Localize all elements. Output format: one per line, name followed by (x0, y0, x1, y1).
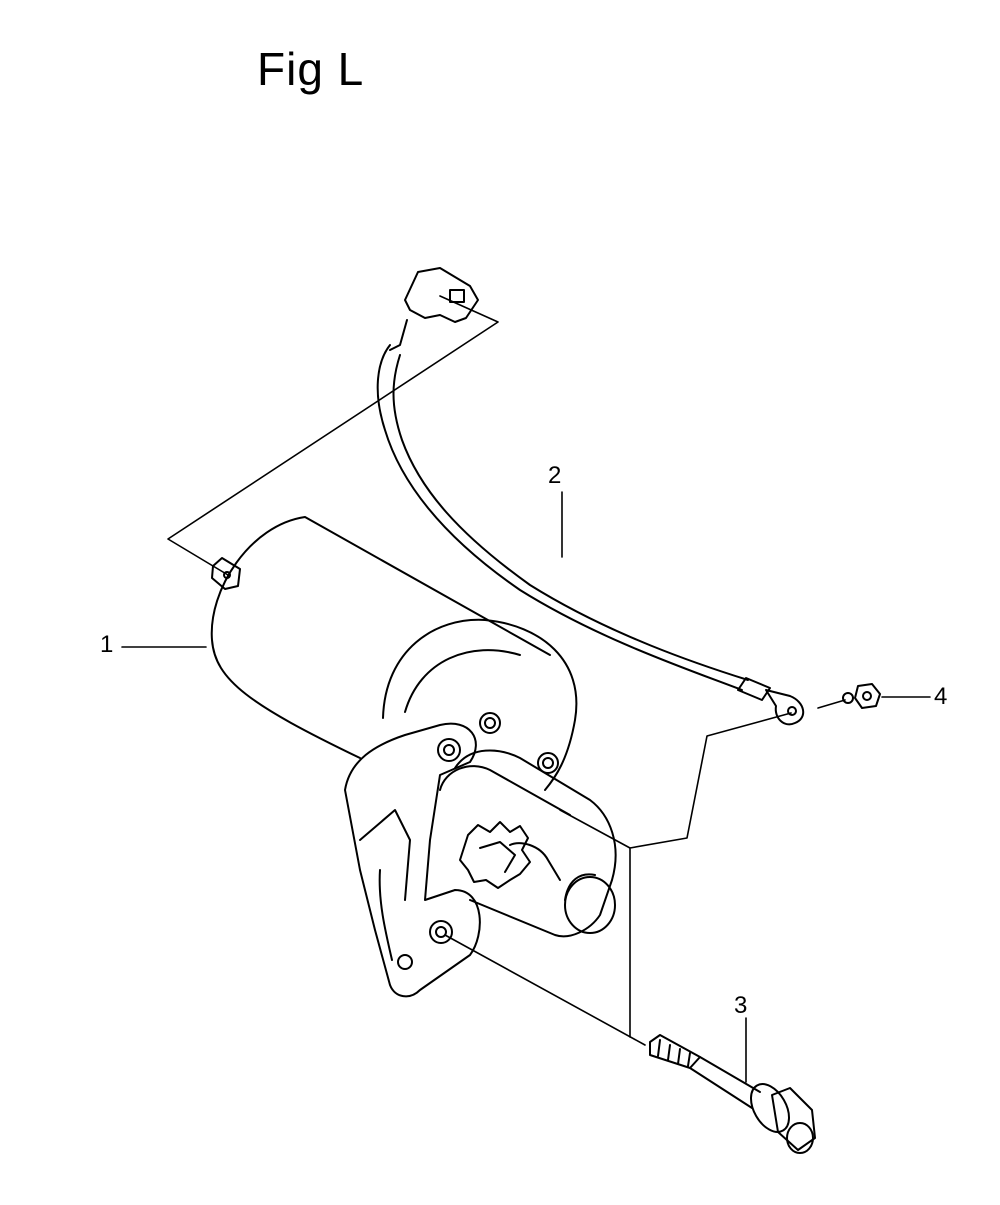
assembly-line-bolt (445, 935, 645, 1045)
flange-edge (380, 870, 392, 960)
terminal-nut (843, 684, 880, 708)
cable-run-edge (394, 355, 749, 680)
nut-hex (855, 684, 880, 708)
motor-tab-hole (224, 572, 230, 578)
bolt-shank (690, 1057, 760, 1108)
ring-terminal-hole (788, 707, 796, 715)
flange-bolt (650, 1035, 815, 1153)
cable-connector (405, 268, 478, 322)
motor-tab (212, 558, 240, 589)
solenoid-top-edge (440, 766, 570, 815)
flange-rib (360, 810, 410, 900)
nut-bore (863, 692, 871, 700)
assembly-line-terminal (630, 713, 791, 1037)
connector-boot (390, 320, 407, 350)
callout-label-2: 2 (548, 462, 562, 489)
cable-ring-terminal (766, 690, 803, 724)
mount-hole-upper-inner (444, 745, 454, 755)
motor-body (212, 517, 550, 758)
mount-hole-upper (438, 739, 460, 761)
callout-label-4: 4 (934, 683, 948, 710)
assembly-line-terminal-nut (818, 700, 845, 708)
pinion-shaft (510, 843, 560, 880)
cover-bolt-right-inner (543, 758, 553, 768)
cover-bolt-upper (480, 713, 500, 733)
starter-cable (378, 268, 804, 724)
bolt-flange (743, 1077, 797, 1138)
assembly-line-connector (168, 296, 498, 575)
assembly-line-solenoid (560, 810, 630, 848)
mount-hole-lower-inner (436, 927, 446, 937)
mounting-flange (345, 724, 480, 997)
nut-washer (843, 693, 853, 703)
starter-motor (212, 517, 616, 996)
cover-bolt-right (538, 753, 558, 773)
solenoid-housing (455, 750, 616, 936)
plunger-cap-edge (565, 874, 595, 900)
bolt-head (772, 1088, 815, 1150)
bolt-head-face (787, 1123, 813, 1153)
end-cover-rim (405, 650, 520, 712)
pinion-gear (460, 822, 530, 888)
motor-end-cover (383, 620, 576, 790)
bolt-thread (650, 1035, 700, 1068)
callout-label-3: 3 (734, 992, 748, 1019)
leader-lines (122, 296, 930, 1082)
figure-title: Fig L (257, 43, 365, 95)
pinion-gear-teeth (480, 842, 515, 872)
plunger-cap (565, 877, 615, 933)
connector-latch (450, 290, 464, 302)
bolt-thread-lines (658, 1040, 690, 1066)
callout-label-1: 1 (100, 631, 114, 658)
mount-hole-bottom (398, 955, 412, 969)
cable-crimp (738, 678, 770, 700)
mount-hole-lower (430, 921, 452, 943)
cable-run (378, 345, 742, 690)
cover-bolt-upper-inner (485, 718, 495, 728)
